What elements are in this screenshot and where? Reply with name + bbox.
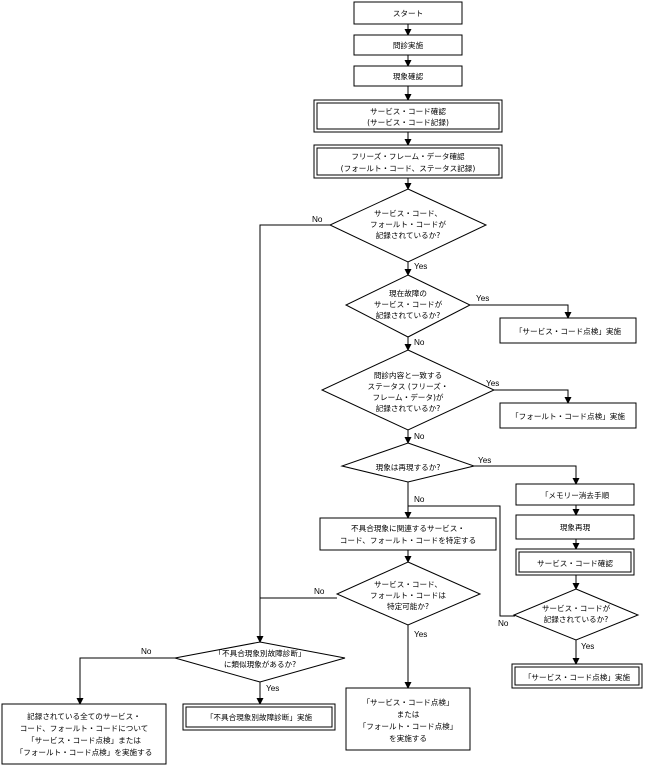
label-no-2: No: [414, 338, 425, 347]
decision-current-fault-3: 記録されているか?: [376, 310, 441, 320]
label-yes-3: Yes: [486, 379, 499, 388]
decision-current-fault: 現在故障の: [389, 288, 427, 298]
fault-code-inspection-box: 「フォールト・コード点検」実施: [511, 411, 625, 421]
all-codes-box: 記録されている全てのサービス・: [27, 711, 141, 721]
result-inspection-box-3: 「フォールト・コード点検」: [359, 721, 458, 731]
service-code-check-box-sub: (サービス・コード記録): [367, 117, 449, 127]
decision-codes-recorded: サービス・コード、: [374, 209, 442, 218]
label-no-1: No: [312, 215, 323, 224]
interview-box: 問診実施: [393, 40, 424, 50]
decision-identifiable: サービス・コード、: [374, 580, 442, 589]
all-codes-box-2: コード、フォールト・コードについて: [20, 724, 149, 733]
decision-current-fault-2: サービス・コードが: [374, 299, 443, 309]
result-inspection-box: 「サービス・コード点検」: [362, 697, 453, 707]
decision-status-match-3: フレーム・データ)が: [372, 392, 443, 402]
decision-service-code-recorded: サービス・コードが: [542, 603, 611, 613]
decision-identifiable-3: 特定可能か?: [387, 601, 429, 611]
label-no-3: No: [414, 432, 425, 441]
decision-codes-recorded-2: フォールト・コードが: [370, 219, 446, 229]
result-inspection-box-2: または: [397, 710, 420, 719]
decision-similar-symptom-2: に類似現象があるか?: [224, 659, 296, 669]
start-box: スタート: [393, 9, 423, 18]
freeze-frame-box: フリーズ・フレーム・データ確認: [351, 151, 465, 161]
reproduce-box: 現象再現: [560, 522, 591, 532]
decision-reproduce: 現象は再現するか?: [376, 462, 441, 472]
label-yes-7: Yes: [266, 684, 279, 693]
memory-clear-box: 「メモリー消去手順: [541, 490, 610, 500]
all-codes-box-4: 「フォールト・コード点検」を実施する: [16, 747, 153, 757]
symptom-diagnosis-box: 「不具合現象別故障診断」実施: [206, 712, 313, 722]
freeze-frame-box-sub: (フォールト・コード、ステータス記録): [341, 163, 476, 173]
all-codes-box-3: 「サービス・コード点検」または: [27, 735, 141, 745]
decision-service-code-recorded-2: 記録されているか?: [544, 614, 609, 624]
decision-status-match: 問診内容と一致する: [374, 370, 442, 380]
decision-status-match-4: 記録されているか?: [376, 403, 441, 413]
label-no-6: No: [498, 619, 509, 628]
label-no-4: No: [414, 495, 425, 504]
service-code-check-box: サービス・コード確認: [370, 106, 446, 116]
decision-codes-recorded-3: 記録されているか?: [376, 230, 441, 240]
symptom-check-box: 現象確認: [393, 71, 424, 81]
decision-status-match-2: ステータス (フリーズ・: [368, 381, 449, 391]
result-inspection-box-4: を実施する: [389, 733, 427, 743]
service-code-confirm-box: サービス・コード確認: [537, 558, 613, 568]
service-code-inspection-box-2: 「サービス・コード点検」実施: [524, 672, 631, 682]
label-yes-6: Yes: [581, 642, 594, 651]
label-yes-2: Yes: [476, 294, 489, 303]
label-yes-5: Yes: [414, 630, 427, 639]
identify-codes-box-2: コード、フォールト・コードを特定する: [340, 535, 476, 545]
identify-codes-box: 不具合現象に関連するサービス・: [351, 523, 465, 533]
label-yes-4: Yes: [478, 456, 491, 465]
label-no-7: No: [141, 647, 152, 656]
service-code-inspection-box: 「サービス・コード点検」実施: [515, 326, 622, 336]
decision-identifiable-2: フォールト・コードは: [370, 591, 446, 600]
label-yes-1: Yes: [414, 262, 427, 271]
label-no-5: No: [314, 587, 325, 596]
decision-similar-symptom: 「不具合現象別故障診断」: [214, 648, 305, 658]
